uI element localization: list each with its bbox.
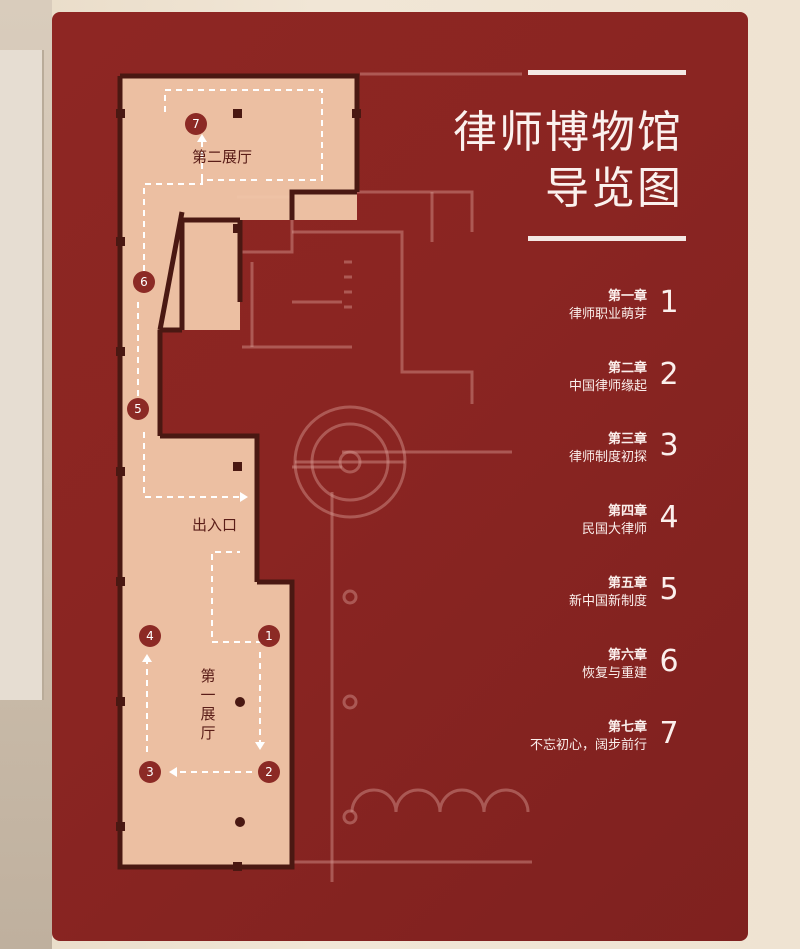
- map-title: 律师博物馆 导览图: [383, 105, 683, 217]
- route-marker-2[interactable]: 2: [258, 761, 280, 783]
- chapter-name: 新中国新制度: [568, 594, 647, 609]
- chapter-title: 第三章: [607, 432, 647, 447]
- chapter-3[interactable]: 第三章 律师制度初探 3: [383, 428, 683, 468]
- route-marker-1[interactable]: 1: [258, 625, 280, 647]
- chapter-4[interactable]: 第四章 民国大律师 4: [383, 500, 683, 540]
- chapter-number: 3: [659, 428, 679, 463]
- walls: [117, 73, 360, 870]
- title-top-bar: [528, 70, 686, 75]
- chapter-title: 第五章: [607, 576, 647, 591]
- chapter-name: 律师职业萌芽: [568, 307, 647, 322]
- route-marker-5[interactable]: 5: [127, 398, 149, 420]
- hall-1-char-3: 展: [200, 705, 216, 723]
- chapter-5[interactable]: 第五章 新中国新制度 5: [383, 572, 683, 612]
- chapter-2[interactable]: 第二章 中国律师缘起 2: [383, 357, 683, 397]
- chapter-6[interactable]: 第六章 恢复与重建 6: [383, 644, 683, 684]
- chapter-name: 中国律师缘起: [568, 379, 647, 394]
- room-fill: [120, 76, 357, 867]
- chapter-number: 7: [659, 716, 679, 751]
- chapter-number: 4: [659, 500, 679, 535]
- route-marker-6[interactable]: 6: [133, 271, 155, 293]
- chapter-name: 律师制度初探: [568, 450, 647, 465]
- chapter-title: 第七章: [607, 720, 647, 735]
- chapter-number: 2: [659, 357, 679, 392]
- chapter-number: 1: [659, 285, 679, 320]
- hall-1-char-2: 一: [200, 686, 216, 704]
- tour-route: [137, 89, 323, 773]
- chapter-1[interactable]: 第一章 律师职业萌芽 1: [383, 285, 683, 325]
- guide-map-panel: 第二展厅 出入口 第 一 展 厅 1 2 3 4 5 6 7 律师博物馆 导览图…: [52, 12, 748, 941]
- chapter-title: 第六章: [607, 648, 647, 663]
- wall-columns: [116, 109, 361, 871]
- title-bottom-bar: [528, 236, 686, 241]
- chapter-title: 第四章: [607, 504, 647, 519]
- route-marker-3[interactable]: 3: [139, 761, 161, 783]
- map-title-line-2: 导览图: [545, 163, 683, 214]
- hall-2-label: 第二展厅: [192, 148, 253, 166]
- route-marker-7[interactable]: 7: [185, 113, 207, 135]
- floor-plan: [116, 72, 532, 882]
- hall-1-char-4: 厅: [200, 724, 216, 742]
- chapter-title: 第二章: [607, 361, 647, 376]
- chapter-7[interactable]: 第七章 不忘初心，阔步前行 7: [383, 716, 683, 756]
- chapter-number: 6: [659, 644, 679, 679]
- chapter-name: 不忘初心，阔步前行: [529, 738, 647, 753]
- chapter-name: 恢复与重建: [581, 666, 647, 681]
- background-poster: [0, 50, 44, 700]
- route-marker-4[interactable]: 4: [139, 625, 161, 647]
- chapter-name: 民国大律师: [581, 522, 647, 537]
- entrance-label[interactable]: 出入口: [192, 516, 238, 534]
- chapter-title: 第一章: [607, 289, 647, 304]
- map-title-line-1: 律师博物馆: [453, 107, 683, 158]
- hall-1-char-1: 第: [200, 667, 216, 685]
- chapter-number: 5: [659, 572, 679, 607]
- hall-1-label: 第 一 展 厅: [198, 667, 218, 743]
